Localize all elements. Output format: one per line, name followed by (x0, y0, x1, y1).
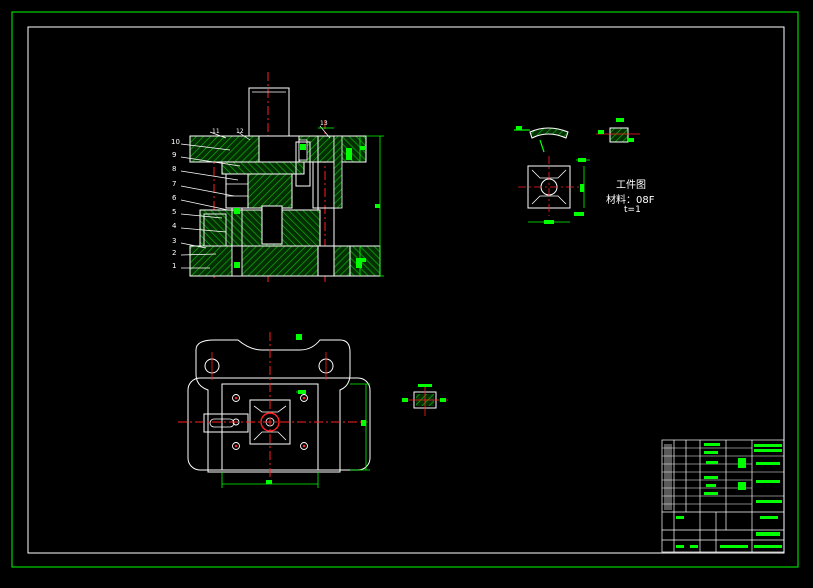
balloon-6: 6 (172, 194, 177, 202)
part-note-title: 工件图 (616, 180, 646, 191)
balloon-8: 8 (172, 165, 177, 173)
balloon-9: 9 (172, 151, 177, 159)
balloon-4: 4 (172, 222, 177, 230)
front-section-view (180, 72, 384, 282)
top-plan-view (178, 332, 371, 488)
part-note-material: 材料：08F (606, 195, 655, 206)
callout-11: 11 (212, 128, 220, 135)
callout-12: 12 (236, 128, 244, 135)
balloon-3: 3 (172, 237, 177, 245)
small-part-view (402, 384, 448, 416)
balloon-5: 5 (172, 208, 177, 216)
title-block-fills (664, 443, 782, 548)
part-note-thickness: t=1 (624, 205, 641, 215)
outer-border (11, 11, 799, 568)
balloon-2: 2 (172, 249, 177, 257)
callout-13: 13 (320, 120, 328, 127)
balloon-10: 10 (171, 138, 180, 146)
balloon-7: 7 (172, 180, 177, 188)
balloon-1: 1 (172, 262, 177, 270)
inner-border (27, 26, 785, 554)
title-block (661, 439, 785, 553)
workpiece-views (514, 118, 640, 224)
